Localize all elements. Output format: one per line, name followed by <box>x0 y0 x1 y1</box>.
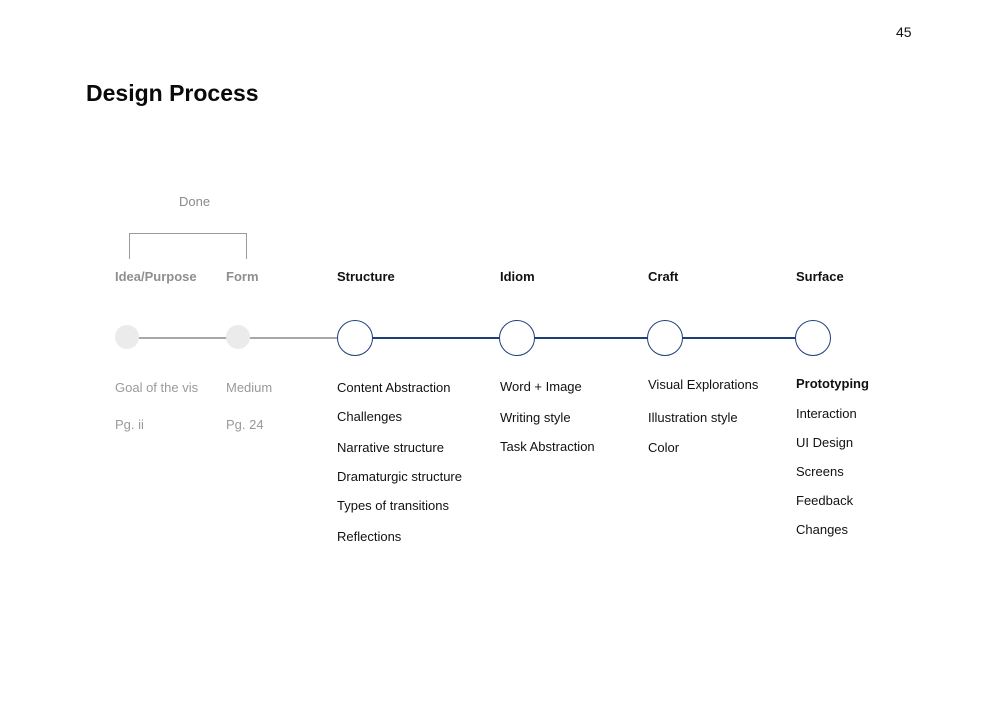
stage-label-form: Form <box>226 269 259 284</box>
stage-item: Screens <box>796 464 844 479</box>
connector-line <box>238 337 355 339</box>
page-title: Design Process <box>86 80 259 106</box>
connector-line <box>127 337 238 339</box>
done-label: Done <box>179 194 211 209</box>
stage-item: Narrative structure <box>337 440 444 455</box>
stage-node-structure <box>337 320 373 356</box>
stage-node-idea-purpose <box>115 325 139 349</box>
stage-item: Challenges <box>337 409 403 424</box>
connector-line <box>355 337 517 339</box>
stage-item: Task Abstraction <box>500 439 595 454</box>
page-number: 45 <box>896 24 912 40</box>
connector-line <box>517 337 665 339</box>
stage-label-idiom: Idiom <box>500 269 535 284</box>
stage-item: Interaction <box>796 406 857 421</box>
stage-label-craft: Craft <box>648 269 679 284</box>
stage-item: Word + Image <box>500 379 582 394</box>
stage-item: Color <box>648 440 680 455</box>
stage-item: Types of transitions <box>337 498 449 513</box>
stage-item: Content Abstraction <box>337 380 451 395</box>
stage-label-surface: Surface <box>796 269 844 284</box>
stage-node-surface <box>795 320 831 356</box>
stage-item: Dramaturgic structure <box>337 469 462 484</box>
stage-item: Goal of the vis <box>115 380 199 395</box>
stage-label-structure: Structure <box>337 269 395 284</box>
stage-node-form <box>226 325 250 349</box>
stage-item: Visual Explorations <box>648 377 759 392</box>
stage-item: Pg. ii <box>115 417 144 432</box>
stage-item: Changes <box>796 522 849 537</box>
stage-node-craft <box>647 320 683 356</box>
stage-item: Prototyping <box>796 376 869 391</box>
stage-item: Pg. 24 <box>226 417 264 432</box>
stage-node-idiom <box>499 320 535 356</box>
connector-line <box>665 337 813 339</box>
stage-item: UI Design <box>796 435 854 450</box>
stage-item: Feedback <box>796 493 854 508</box>
stage-item: Reflections <box>337 529 402 544</box>
stage-label-idea-purpose: Idea/Purpose <box>115 269 197 284</box>
stage-item: Illustration style <box>648 410 738 425</box>
done-bracket <box>129 233 247 259</box>
stage-item: Medium <box>226 380 273 395</box>
stage-item: Writing style <box>500 410 571 425</box>
